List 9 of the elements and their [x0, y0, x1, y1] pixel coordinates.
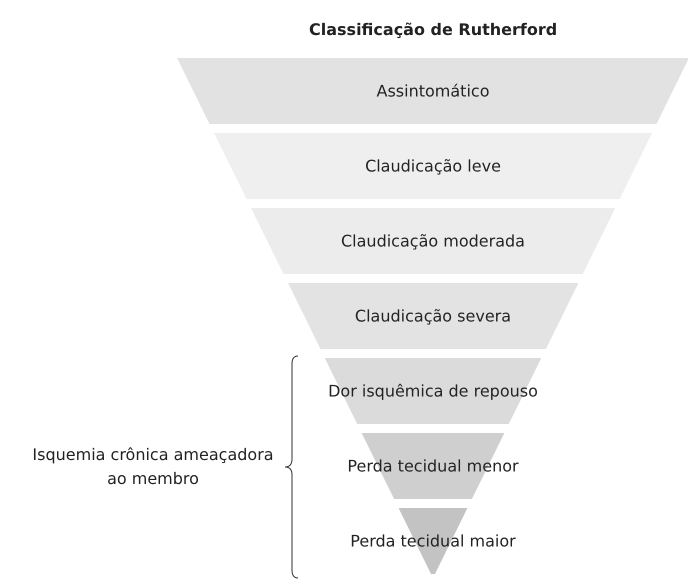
bracket-label: Isquemia crônica ameaçadora ao membro — [31, 444, 275, 490]
band-label: Assintomático — [376, 82, 490, 100]
band-label: Claudicação moderada — [341, 232, 525, 250]
band-label: Perda tecidual maior — [350, 532, 516, 550]
diagram-title: Classificação de Rutherford — [309, 20, 558, 39]
band-label: Dor isquêmica de repouso — [328, 382, 538, 400]
band-label: Claudicação severa — [354, 306, 512, 326]
band-label: Perda tecidual menor — [347, 456, 519, 476]
band-label: Claudicação leve — [365, 156, 501, 176]
